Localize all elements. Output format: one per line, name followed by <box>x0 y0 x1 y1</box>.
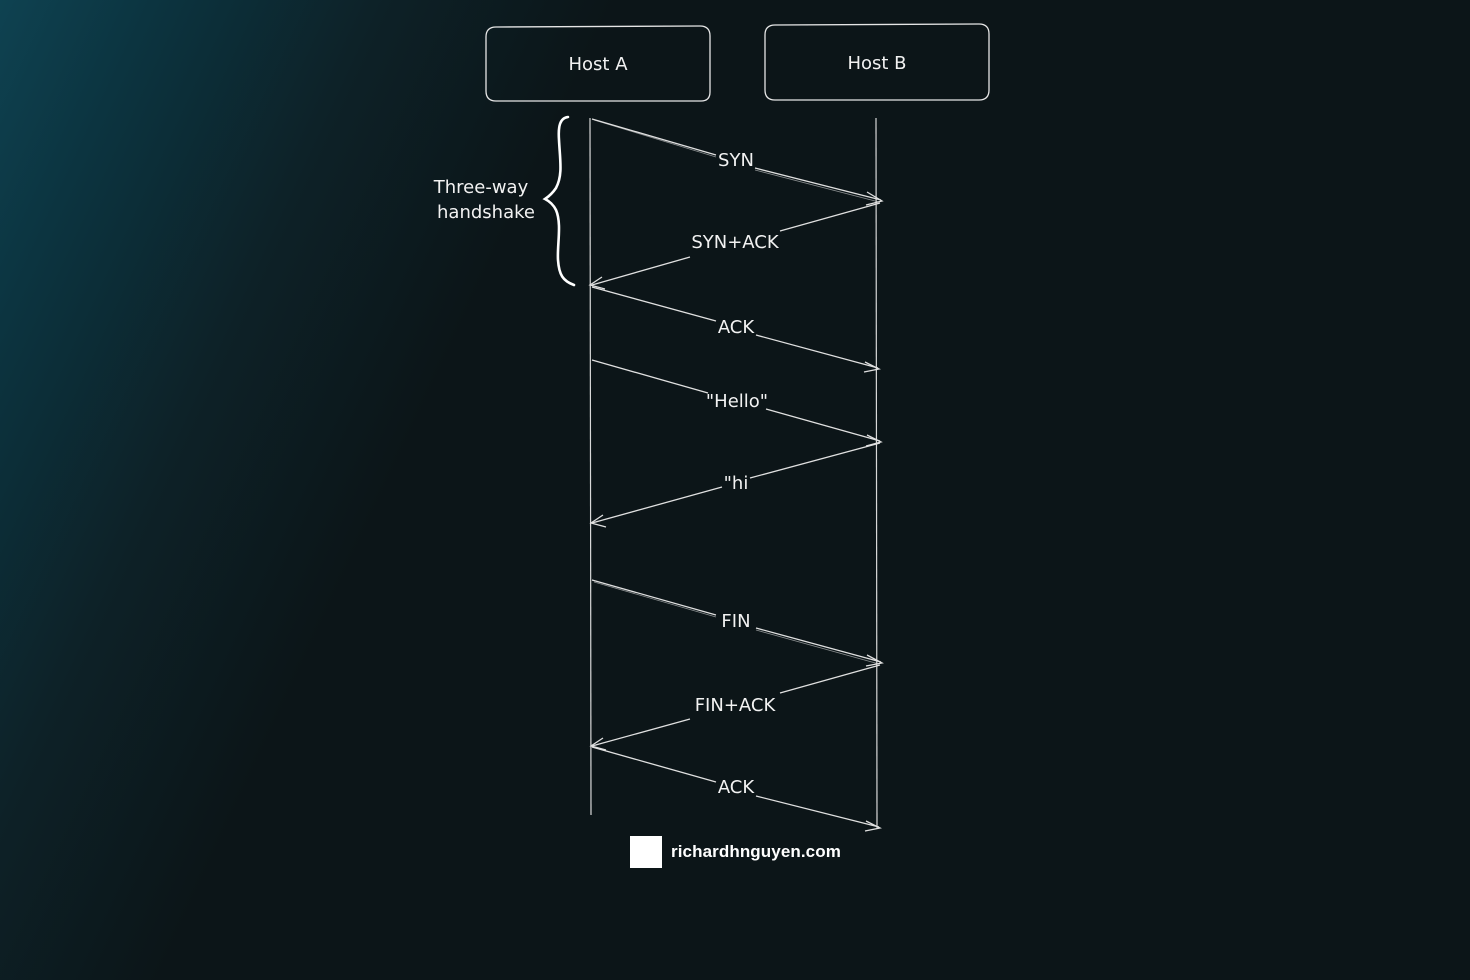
footer-brand: richardhnguyen.com <box>630 836 841 868</box>
message-arrow-ack-1: ACK <box>591 286 881 373</box>
message-arrow-fin: FIN <box>591 579 884 667</box>
host-a-label: Host A <box>568 54 628 75</box>
message-arrow-fin-ack: FIN+ACK <box>589 664 881 751</box>
message-arrow-ack-2: ACK <box>591 746 882 832</box>
handshake-label-line1: Three-way <box>433 177 529 198</box>
message-arrow-hello: "Hello" <box>591 359 883 447</box>
message-label-syn: SYN <box>718 150 754 171</box>
message-arrow-hi: "hi <box>589 442 881 528</box>
message-label-hi: "hi <box>724 473 749 494</box>
message-arrow-syn: SYN <box>591 118 884 206</box>
message-arrow-syn-ack: SYN+ACK <box>588 202 881 290</box>
handshake-label-line2: handshake <box>437 202 535 223</box>
message-label-syn-ack: SYN+ACK <box>691 232 780 253</box>
host-a-box: Host A <box>485 25 711 102</box>
message-label-ack-2: ACK <box>718 777 756 798</box>
host-a-lifeline <box>589 117 592 816</box>
site-url: richardhnguyen.com <box>671 842 841 861</box>
host-b-lifeline <box>875 117 878 829</box>
message-label-hello: "Hello" <box>706 391 768 412</box>
message-label-fin: FIN <box>721 611 750 632</box>
logo-icon <box>630 836 662 868</box>
handshake-brace <box>542 115 576 287</box>
host-b-label: Host B <box>847 53 906 74</box>
message-label-fin-ack: FIN+ACK <box>695 695 777 716</box>
host-b-box: Host B <box>764 23 990 101</box>
message-label-ack-1: ACK <box>718 317 756 338</box>
